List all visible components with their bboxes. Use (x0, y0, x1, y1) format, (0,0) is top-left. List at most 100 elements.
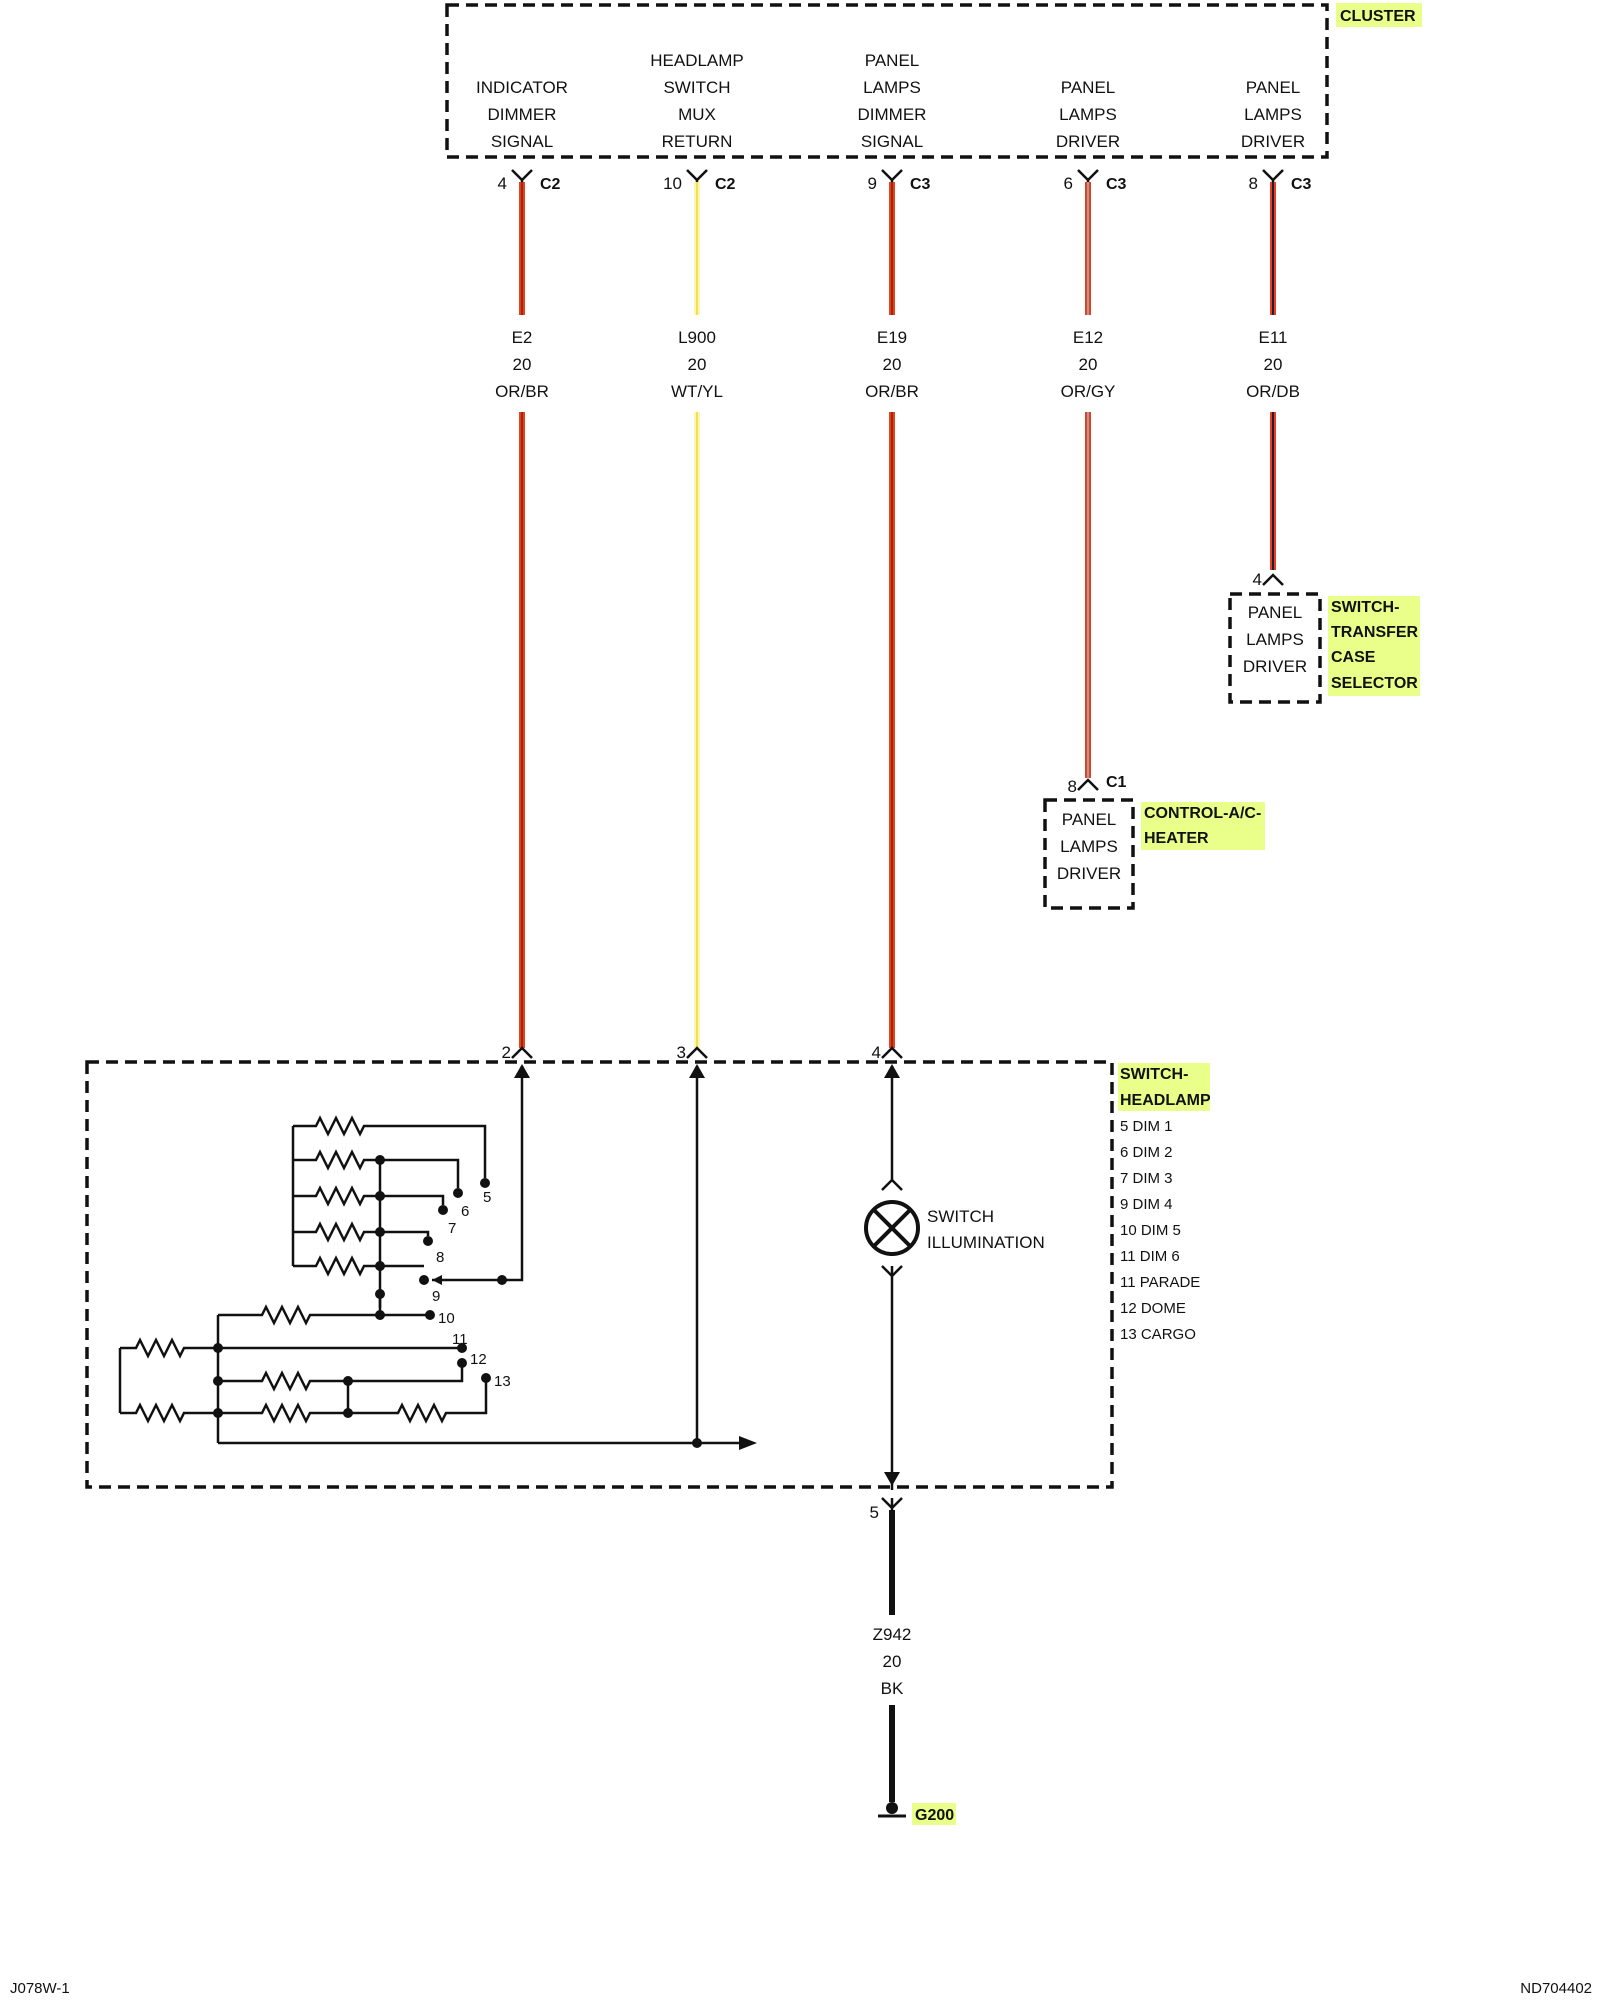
wire-color: OR/DB (1246, 382, 1300, 401)
hvac-control-box (1043, 798, 1135, 910)
cluster-pin-label: RETURN (662, 132, 733, 151)
pin2-conductor (502, 1066, 524, 1282)
contact-number: 8 (436, 1249, 444, 1266)
wire-circuit: E19 (877, 328, 907, 347)
resistor-icon (293, 1255, 424, 1277)
wire-gauge: 20 (883, 1652, 902, 1671)
module-name: TRANSFER (1331, 624, 1419, 641)
arrow-up-icon (884, 1064, 900, 1078)
resistor-icon (118, 1337, 462, 1413)
cluster-pin-label: SIGNAL (861, 132, 923, 151)
wire-gauge: 20 (1079, 355, 1098, 374)
resistor-icon (216, 1294, 430, 1443)
connector-symbol (1077, 778, 1099, 791)
pin-number: 8 (1068, 777, 1077, 796)
pin-number: 9 (868, 174, 877, 193)
pin-number: 4 (498, 174, 507, 193)
wires (519, 182, 1276, 1802)
ground-circuit: Z942 20 BK G200 (873, 1625, 956, 1825)
switch-contact (457, 1358, 467, 1368)
wire-labels: E2 20 OR/BR L900 20 WT/YL E19 20 OR/BR E… (495, 328, 1300, 401)
wire-color: WT/YL (671, 382, 723, 401)
wire-color: OR/GY (1061, 382, 1116, 401)
position-label: 13 CARGO (1120, 1326, 1196, 1343)
resistor-icon (218, 1365, 464, 1392)
cluster-pin-label: MUX (678, 105, 716, 124)
resistor-icon (291, 1115, 487, 1178)
connector-id: C2 (540, 176, 561, 193)
cluster-pin-label: LAMPS (1244, 105, 1302, 124)
cluster-box (445, 3, 1329, 159)
switch-contact (480, 1178, 490, 1188)
position-label: 5 DIM 1 (1120, 1118, 1173, 1135)
cluster-module: CLUSTER INDICATOR DIMMER SIGNAL HEADLAMP… (445, 3, 1422, 159)
arrow-up-icon (689, 1064, 705, 1078)
module-name: CONTROL-A/C- (1144, 805, 1261, 822)
module-name: CASE (1331, 649, 1376, 666)
module-name: HEADLAMP (1120, 1092, 1211, 1109)
wire-circuit: E11 (1259, 328, 1288, 347)
contact-number: 10 (438, 1310, 455, 1327)
module-pin-label: LAMPS (1246, 630, 1304, 649)
pin-number: 3 (677, 1043, 686, 1062)
connector-id: C3 (910, 176, 931, 193)
position-label: 7 DIM 3 (1120, 1170, 1173, 1187)
junction-dot (375, 1310, 385, 1320)
module-name: SWITCH- (1331, 599, 1399, 616)
cluster-pin-label: INDICATOR (476, 78, 568, 97)
switch-contact (453, 1188, 463, 1198)
contact-number: 13 (494, 1373, 511, 1390)
cluster-pin-label: DRIVER (1241, 132, 1305, 151)
module-pin-label: LAMPS (1060, 837, 1118, 856)
connector-id: C1 (1106, 774, 1127, 791)
junction-dot (213, 1343, 223, 1353)
connector-symbol (511, 1046, 533, 1059)
cluster-pin-label: DRIVER (1056, 132, 1120, 151)
cluster-pin-label: LAMPS (1059, 105, 1117, 124)
wiper-arrow-icon (432, 1275, 442, 1285)
switch-contact (481, 1373, 491, 1383)
module-name: SELECTOR (1331, 675, 1418, 692)
wire-color: OR/BR (495, 382, 549, 401)
cluster-pin-label: SWITCH (663, 78, 730, 97)
wire-circuit: E12 (1073, 328, 1103, 347)
connector-symbol (881, 1178, 903, 1191)
connector-symbol (881, 1046, 903, 1059)
cluster-pin-label: PANEL (1061, 78, 1116, 97)
transfer-case-box (1228, 592, 1322, 704)
contact-number: 6 (461, 1203, 469, 1220)
cluster-name: CLUSTER (1340, 8, 1416, 25)
pin-number: 8 (1249, 174, 1258, 193)
cluster-pin-label: DIMMER (858, 105, 927, 124)
wire-circuit: E2 (512, 328, 533, 347)
cluster-pin-label: HEADLAMP (650, 51, 744, 70)
ground-icon (886, 1802, 898, 1814)
connector-symbol (881, 1497, 903, 1510)
connector-id: C2 (715, 176, 736, 193)
junction-dot (375, 1191, 385, 1201)
switch-contact (438, 1205, 448, 1215)
cluster-pin-label: SIGNAL (491, 132, 553, 151)
module-pin-label: DRIVER (1057, 864, 1121, 883)
junction-dot (343, 1408, 353, 1418)
module-pin-label: PANEL (1248, 603, 1303, 622)
junction-dot (375, 1261, 385, 1271)
arrow-down-icon (884, 1472, 900, 1486)
headlamp-switch-box (85, 1060, 1114, 1489)
resistor-ladder (118, 1115, 491, 1443)
pin-number: 10 (663, 174, 682, 193)
contact-number: 7 (448, 1220, 456, 1237)
position-label: 10 DIM 5 (1120, 1222, 1181, 1239)
wire-gauge: 20 (688, 355, 707, 374)
ground-name: G200 (915, 1807, 954, 1824)
contact-number: 12 (470, 1351, 487, 1368)
position-label: 9 DIM 4 (1120, 1196, 1173, 1213)
cluster-pin-label: PANEL (865, 51, 920, 70)
position-label: 11 PARADE (1120, 1274, 1200, 1291)
junction-dot (375, 1155, 385, 1165)
cluster-highlight (1336, 3, 1422, 27)
ground-highlight (912, 1803, 956, 1825)
wire-color: OR/BR (865, 382, 919, 401)
pin-number: 4 (872, 1043, 881, 1062)
